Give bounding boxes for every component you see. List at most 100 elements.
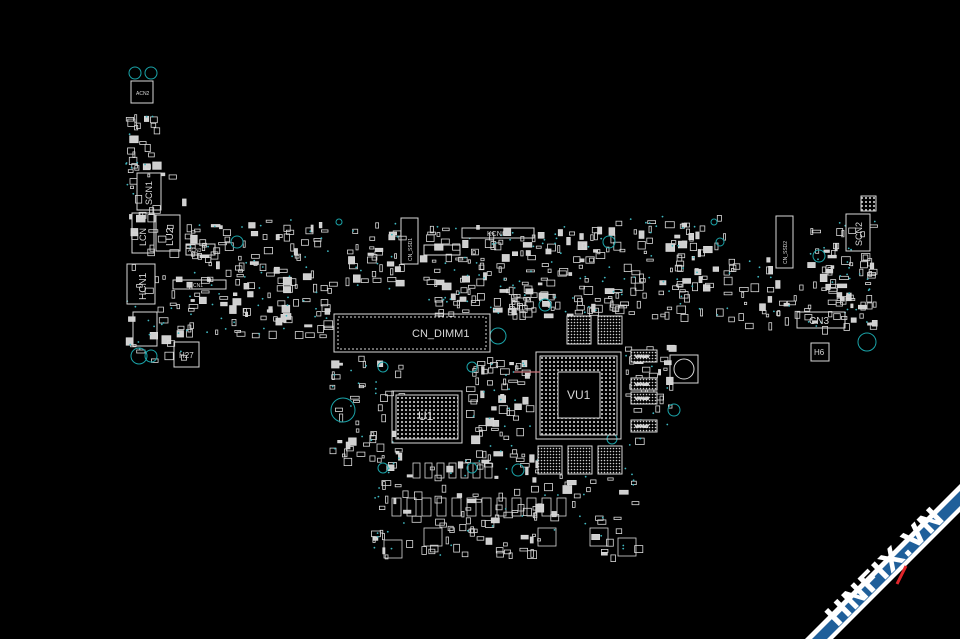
smd-part: [872, 301, 877, 308]
smd-part: [275, 234, 280, 241]
smd-part: [161, 335, 172, 345]
via: [287, 296, 289, 299]
smd-part: [245, 311, 248, 318]
smd-part: [619, 304, 628, 309]
smd-part: [485, 537, 493, 545]
smd-part: [658, 369, 661, 376]
smd-part: [638, 230, 645, 239]
via: [601, 280, 604, 283]
smd-part: [320, 229, 329, 233]
smd-part: [525, 405, 535, 413]
smd-part: [597, 519, 607, 525]
smd-part: [344, 448, 348, 458]
smd-part: [579, 233, 584, 240]
smd-part: [371, 530, 381, 538]
smd-part: [207, 276, 214, 282]
smd-part: [453, 543, 460, 553]
smd-part: [676, 280, 684, 288]
via: [769, 276, 772, 279]
smd-part: [145, 164, 151, 170]
lower-left-connector: [132, 311, 158, 347]
smd-part: [498, 395, 507, 403]
via: [288, 275, 291, 278]
smd-part: [294, 331, 304, 339]
vram-chip: [597, 445, 623, 475]
via: [668, 290, 670, 292]
via: [147, 319, 150, 322]
vram-chip: [597, 315, 623, 345]
via: [572, 297, 574, 299]
smd-part: [135, 194, 143, 204]
via: [377, 495, 380, 498]
smd-part: [633, 408, 643, 413]
via: [850, 248, 852, 251]
smd-part: [702, 275, 708, 280]
smd-part: [495, 360, 505, 368]
via: [500, 234, 503, 237]
smd-part: [436, 232, 441, 237]
smd-part: [458, 256, 468, 263]
via: [584, 475, 587, 478]
smd-part: [793, 295, 797, 302]
smd-part: [839, 275, 849, 280]
via: [304, 256, 307, 258]
smd-part: [190, 234, 198, 244]
via: [491, 243, 494, 245]
smd-part: [493, 451, 504, 457]
silkscreen-labels: CN_DIMM1 U1 VU1 KCN1 CN3 H6 H27 ACN2 ACN…: [136, 91, 864, 423]
smd-part: [345, 277, 350, 287]
via: [257, 304, 260, 307]
smd-part: [807, 262, 816, 268]
via: [681, 226, 684, 229]
smd-part: [861, 253, 871, 262]
smd-part: [784, 317, 790, 326]
smd-part: [498, 266, 502, 273]
scn1-connector: [136, 172, 162, 211]
via: [847, 247, 850, 250]
smd-part: [489, 232, 495, 241]
via: [350, 405, 352, 407]
smd-part: [866, 302, 873, 310]
smd-part: [369, 246, 375, 250]
via: [510, 444, 513, 447]
smd-part: [511, 307, 517, 316]
smd-part: [766, 257, 771, 263]
smd-part: [520, 463, 530, 468]
label-cn-ssd1: CN_SSD1: [408, 238, 414, 261]
smd-part: [597, 226, 603, 235]
smd-part: [695, 231, 700, 240]
smd-part: [738, 313, 744, 322]
via: [392, 462, 395, 465]
via: [186, 329, 188, 332]
smd-part: [665, 243, 676, 252]
via: [466, 274, 469, 277]
smd-part: [435, 300, 444, 307]
via: [151, 115, 154, 118]
smd-part: [607, 477, 614, 481]
smd-part: [519, 311, 526, 321]
via: [220, 317, 223, 320]
smd-part: [131, 163, 138, 169]
via: [692, 256, 695, 259]
smd-part: [865, 282, 872, 286]
via: [360, 269, 362, 272]
smd-part: [423, 276, 430, 281]
via: [494, 242, 497, 245]
smd-part: [516, 428, 524, 437]
smd-part: [483, 272, 487, 281]
smd-part: [352, 274, 361, 283]
smd-part: [557, 245, 561, 253]
smd-part: [517, 381, 526, 385]
smd-part: [566, 236, 571, 246]
smd-part: [456, 493, 463, 498]
vram-chip: [566, 315, 592, 345]
smd-part: [615, 292, 620, 299]
smd-part: [546, 279, 556, 287]
via: [488, 417, 491, 420]
smd-part: [187, 308, 195, 312]
smd-part: [190, 299, 195, 302]
smd-part: [428, 548, 436, 555]
smd-part: [169, 249, 180, 258]
smd-part: [625, 369, 629, 375]
